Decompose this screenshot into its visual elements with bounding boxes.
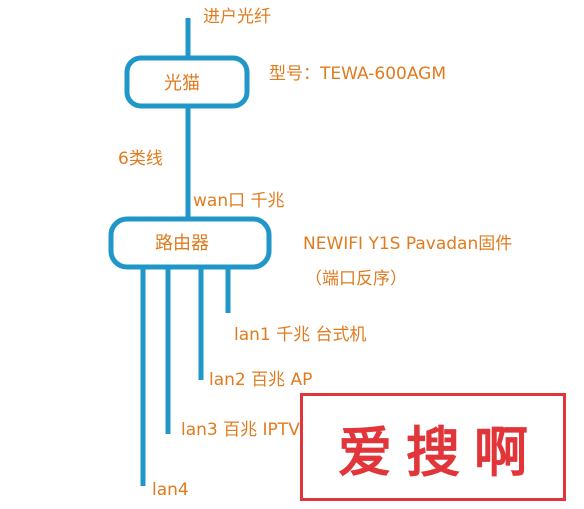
lan2-label: lan2 百兆 AP [209, 370, 313, 390]
router-box [108, 216, 272, 270]
router-firmware-label: NEWIFI Y1S Pavadan固件 [303, 234, 513, 254]
watermark-text: 爱搜啊 [338, 419, 542, 484]
lan4-label: lan4 [152, 480, 189, 500]
router-label: 路由器 [155, 233, 209, 254]
watermark-stamp: 爱搜啊 [300, 393, 566, 501]
fiber-in-label: 进户光纤 [203, 7, 271, 27]
modem-label: 光猫 [164, 73, 200, 94]
lan1-label: lan1 千兆 台式机 [234, 325, 367, 345]
modem-model-label: 型号：TEWA-600AGM [269, 64, 447, 84]
router-port-order-note: （端口反序） [305, 269, 407, 289]
cable-type-label: 6类线 [118, 149, 163, 169]
wan-port-label: wan口 千兆 [193, 191, 285, 211]
